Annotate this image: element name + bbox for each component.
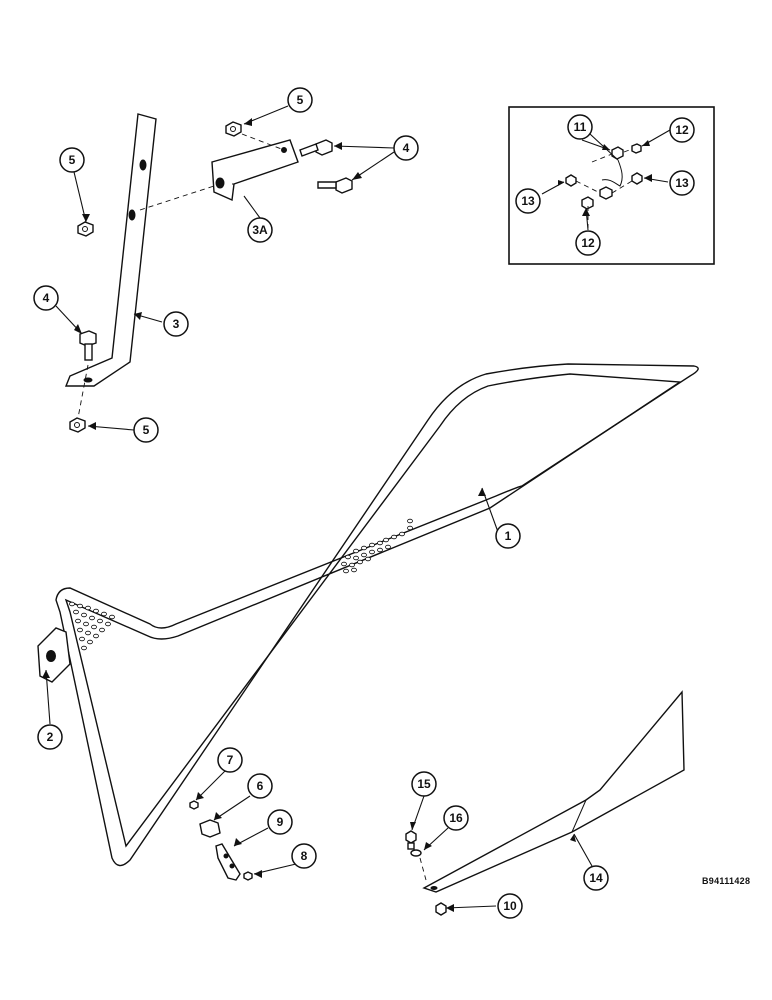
svg-text:5: 5 bbox=[143, 423, 150, 437]
mesh-perforations-left bbox=[69, 601, 115, 651]
callout-14: 14 bbox=[583, 865, 609, 891]
callout-8: 8 bbox=[291, 843, 317, 869]
svg-text:11: 11 bbox=[574, 120, 587, 134]
callout-1: 1 bbox=[495, 523, 521, 549]
svg-text:13: 13 bbox=[675, 176, 689, 190]
assembly-lines-top bbox=[77, 133, 285, 419]
callout-6: 6 bbox=[247, 773, 273, 799]
svg-text:12: 12 bbox=[581, 236, 595, 250]
svg-text:3: 3 bbox=[173, 317, 180, 331]
callout-13-left: 13 bbox=[515, 188, 541, 214]
svg-text:3A: 3A bbox=[252, 223, 268, 237]
angle-bracket-part-3a bbox=[211, 139, 299, 202]
svg-text:16: 16 bbox=[449, 811, 463, 825]
callout-13-right: 13 bbox=[669, 170, 695, 196]
callout-9: 9 bbox=[267, 809, 293, 835]
svg-text:15: 15 bbox=[417, 777, 431, 791]
callout-12-bottom: 12 bbox=[575, 230, 601, 256]
svg-text:4: 4 bbox=[403, 141, 410, 155]
svg-text:14: 14 bbox=[589, 871, 603, 885]
svg-text:8: 8 bbox=[301, 849, 308, 863]
svg-text:5: 5 bbox=[69, 153, 76, 167]
callout-5-left: 5 bbox=[59, 147, 85, 173]
callout-3: 3 bbox=[163, 311, 189, 337]
mounting-tab-part-2 bbox=[37, 627, 71, 683]
hardware-top bbox=[69, 121, 353, 433]
svg-text:7: 7 bbox=[227, 753, 234, 767]
svg-text:10: 10 bbox=[503, 899, 517, 913]
svg-text:4: 4 bbox=[43, 291, 50, 305]
svg-text:5: 5 bbox=[297, 93, 304, 107]
svg-text:6: 6 bbox=[257, 779, 264, 793]
callout-2: 2 bbox=[37, 724, 63, 750]
svg-text:13: 13 bbox=[521, 194, 535, 208]
bracket-strap-part-3 bbox=[64, 113, 157, 387]
callout-11: 11 bbox=[567, 114, 593, 140]
svg-text:12: 12 bbox=[675, 123, 689, 137]
callout-12-top: 12 bbox=[669, 117, 695, 143]
deflector-plate-part-14 bbox=[405, 690, 685, 916]
callout-16: 16 bbox=[443, 805, 469, 831]
mesh-perforations-center bbox=[341, 518, 413, 574]
svg-text:1: 1 bbox=[505, 529, 512, 543]
callout-4-left: 4 bbox=[33, 285, 59, 311]
callout-5-bottom: 5 bbox=[133, 417, 159, 443]
callout-10: 10 bbox=[497, 893, 523, 919]
svg-text:9: 9 bbox=[277, 815, 284, 829]
callout-3a: 3A bbox=[247, 217, 273, 243]
callout-7: 7 bbox=[217, 747, 243, 773]
hardware-lower-left bbox=[189, 800, 253, 881]
guard-frame-part-1 bbox=[37, 363, 699, 867]
svg-text:2: 2 bbox=[47, 730, 54, 744]
callout-5-top: 5 bbox=[287, 87, 313, 113]
callout-4-top: 4 bbox=[393, 135, 419, 161]
callout-15: 15 bbox=[411, 771, 437, 797]
leader-arrowheads bbox=[42, 118, 652, 912]
figure-code: B94111428 bbox=[702, 876, 750, 886]
